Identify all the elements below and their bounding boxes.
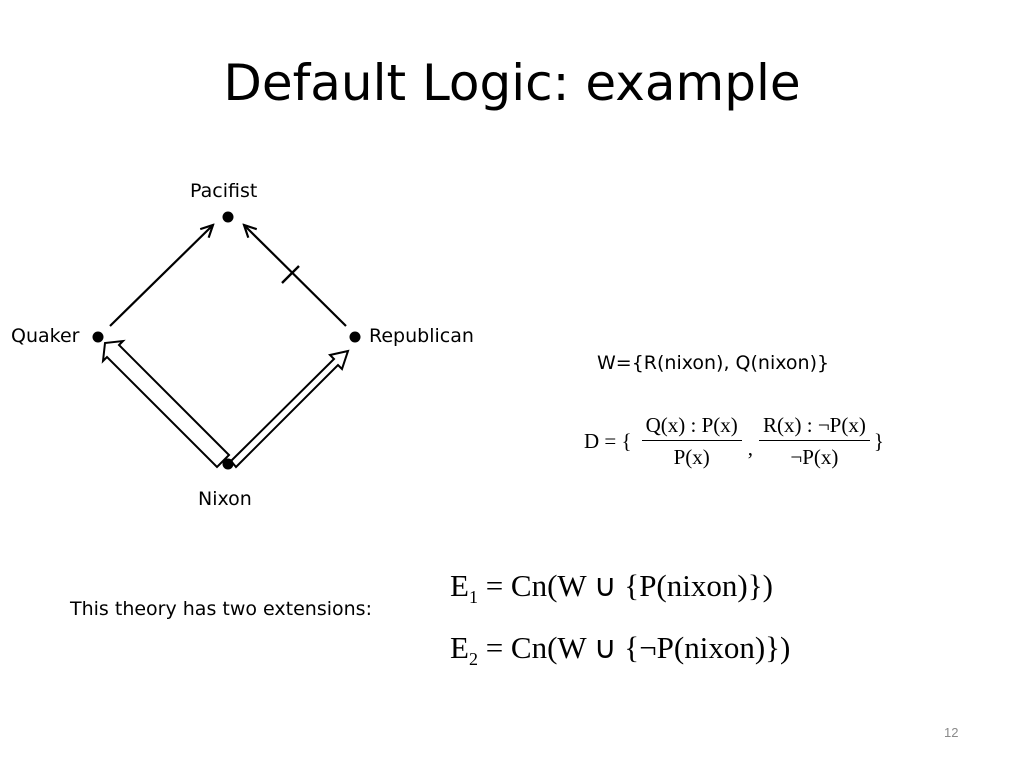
- d-set: D = { Q(x) : P(x) P(x) , R(x) : ¬P(x) ¬P…: [584, 413, 884, 470]
- rule-separator: ,: [747, 436, 753, 460]
- slide-title: Default Logic: example: [223, 54, 801, 112]
- edge-republican-pacifist: [244, 225, 347, 327]
- slide-number: 12: [944, 725, 959, 740]
- label-republican: Republican: [369, 325, 474, 347]
- extensions-note: This theory has two extensions:: [70, 598, 372, 620]
- rule1-consequent: P(x): [673, 445, 710, 469]
- extension-2-name: E: [450, 630, 469, 665]
- default-rule-1: Q(x) : P(x) P(x): [641, 413, 742, 470]
- node-republican: [349, 331, 361, 343]
- edge-nixon-republican: [229, 349, 350, 469]
- node-nixon: [222, 458, 234, 470]
- node-quaker: [92, 331, 104, 343]
- rule1-prerequisite: Q(x) : P(x): [641, 413, 742, 441]
- d-set-lhs: D = {: [584, 429, 632, 453]
- default-rule-2: R(x) : ¬P(x) ¬P(x): [759, 413, 870, 470]
- extension-2-formula: = Cn(W ∪ {¬P(nixon)}): [477, 630, 791, 665]
- extension-1: E1 = Cn(W ∪ {P(nixon)}): [450, 568, 773, 608]
- label-nixon: Nixon: [198, 488, 252, 510]
- w-set: W={R(nixon), Q(nixon)}: [597, 352, 830, 374]
- block-mark: [281, 265, 300, 284]
- label-quaker: Quaker: [11, 325, 80, 347]
- extension-2: E2 = Cn(W ∪ {¬P(nixon)}): [450, 630, 790, 670]
- rule2-prerequisite: R(x) : ¬P(x): [759, 413, 870, 441]
- rule2-consequent: ¬P(x): [790, 445, 839, 469]
- extension-1-index: 1: [468, 587, 478, 608]
- extension-2-index: 2: [468, 649, 478, 670]
- d-set-close: }: [873, 429, 884, 453]
- edge-quaker-pacifist: [109, 225, 213, 327]
- extension-1-formula: = Cn(W ∪ {P(nixon)}): [477, 568, 773, 603]
- edge-nixon-quaker: [101, 339, 231, 469]
- label-pacifist: Pacifist: [190, 180, 258, 202]
- node-pacifist: [222, 211, 234, 223]
- extension-1-name: E: [450, 568, 469, 603]
